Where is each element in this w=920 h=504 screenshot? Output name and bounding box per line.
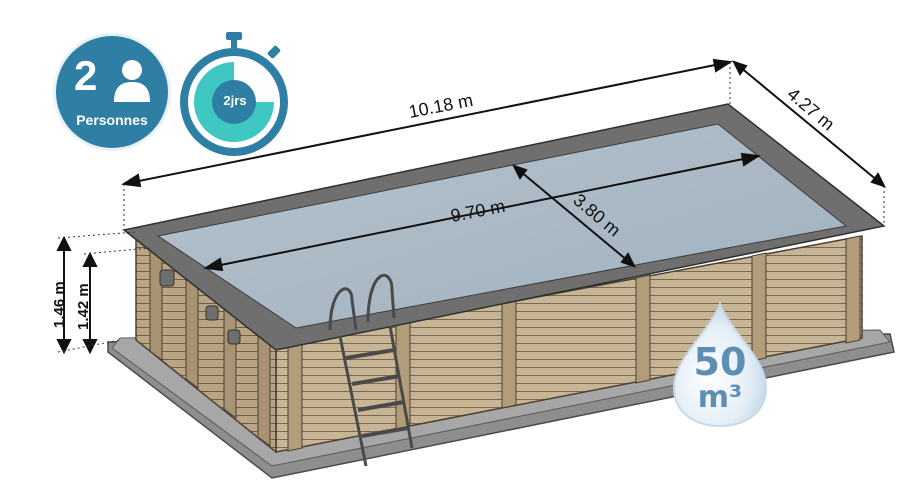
ladder-icon <box>328 273 414 467</box>
people-label: Personnes <box>76 112 148 128</box>
inner-height-label: 1.42 m <box>75 283 92 330</box>
side-posts <box>149 245 271 447</box>
stopwatch-icon <box>180 32 288 156</box>
volume-unit: m³ <box>697 380 743 415</box>
outer-height-label: 1.46 m <box>51 281 68 328</box>
install-time-badge: 2jrs <box>178 30 290 158</box>
pool-water <box>156 123 848 329</box>
extension-lines <box>57 62 885 353</box>
person-icon <box>114 60 150 102</box>
install-time-label: 2jrs <box>223 93 247 108</box>
people-badge: 2 Personnes <box>56 36 168 148</box>
outer-length-label: 10.18 m <box>407 90 475 122</box>
volume-badge: 50 m³ <box>668 300 772 430</box>
dimension-lines <box>56 58 886 355</box>
volume-value: 50 <box>693 340 747 384</box>
water-drop-icon <box>672 301 768 428</box>
side-fittings <box>159 269 241 345</box>
people-count: 2 <box>74 52 98 99</box>
